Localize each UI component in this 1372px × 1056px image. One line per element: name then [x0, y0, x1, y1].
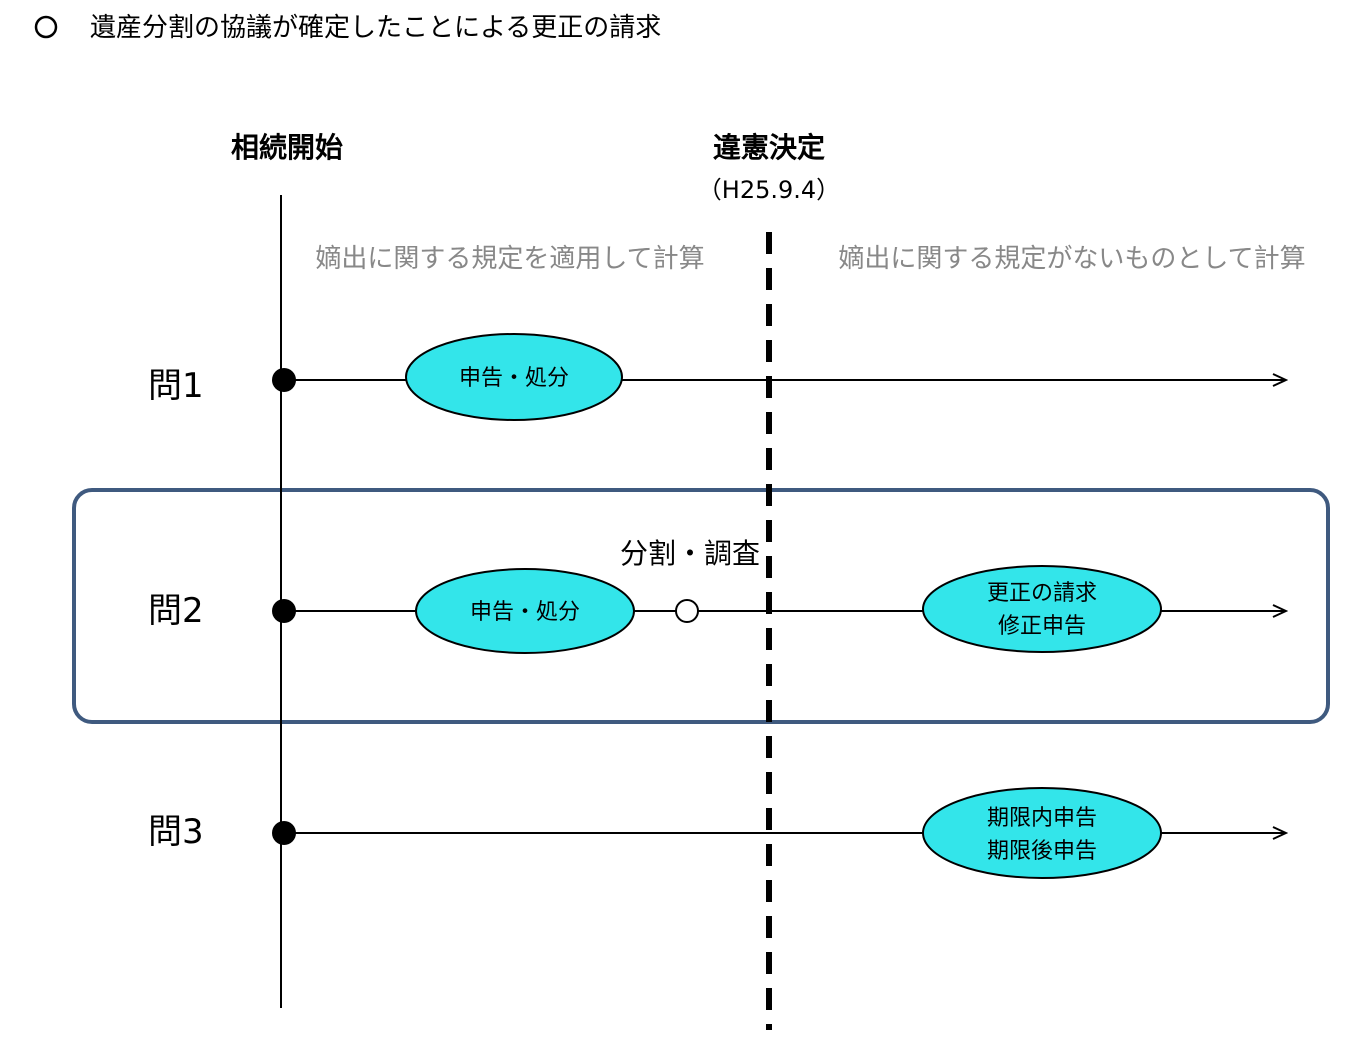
node-label-line1: 更正の請求 — [987, 581, 1097, 606]
filing-disposition-node — [405, 333, 623, 421]
start-dot — [272, 599, 296, 623]
node-label: 申告・処分 — [459, 366, 569, 391]
inheritance-start-label: 相続開始 — [231, 131, 343, 164]
row-3: 問3 期限内申告 期限後申告 — [148, 787, 1286, 879]
row-label: 問1 — [148, 366, 204, 406]
page-title: 遺産分割の協議が確定したことによる更正の請求 — [90, 13, 661, 43]
region-before-label: 嫡出に関する規定を適用して計算 — [315, 244, 704, 274]
correction-request-node — [922, 565, 1162, 653]
ruling-label: 違憲決定 — [713, 131, 825, 164]
node-label-line2: 修正申告 — [998, 614, 1086, 639]
region-after-label: 嫡出に関する規定がないものとして計算 — [838, 244, 1305, 274]
ruling-date: （H25.9.4） — [698, 176, 840, 204]
row-label: 問3 — [148, 812, 204, 852]
node-label-line2: 期限後申告 — [987, 839, 1097, 864]
row-2-highlight-box — [72, 488, 1330, 724]
circle-outline-icon — [34, 15, 58, 39]
filing-disposition-node — [415, 568, 635, 654]
start-dot — [272, 821, 296, 845]
row-2: 問2 申告・処分 分割・調査 更正の請求 修正申告 — [148, 537, 1286, 654]
row-1: 問1 申告・処分 — [148, 333, 1286, 421]
node-label: 申告・処分 — [470, 600, 580, 625]
division-survey-label: 分割・調査 — [620, 537, 760, 570]
start-dot — [272, 368, 296, 392]
node-label-line1: 期限内申告 — [987, 806, 1097, 831]
division-survey-point — [675, 599, 699, 623]
row-label: 問2 — [148, 591, 204, 631]
filing-deadline-node — [922, 787, 1162, 879]
